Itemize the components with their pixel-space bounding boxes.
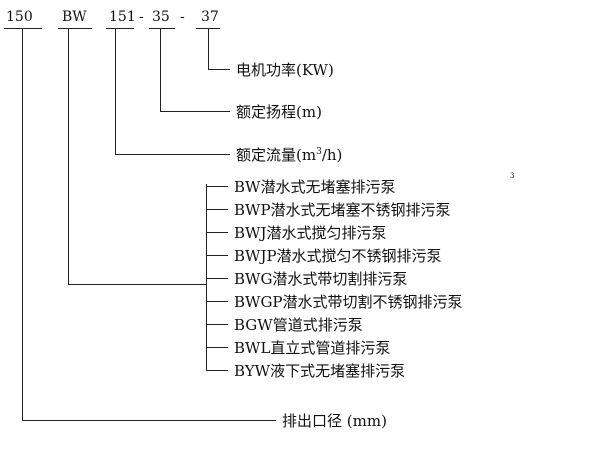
leader-outlet-horizontal [22,420,276,421]
label-rated-flow: 额定流量(m3/h) [236,146,343,164]
type-tick [206,370,228,371]
stray-mark: 3 [510,172,515,180]
pump-type-item: BWJP潜水式搅匀不锈钢排污泵 [234,247,442,265]
type-tick [206,232,228,233]
code-segment-head: 35 [152,9,170,25]
label-rated-head: 额定扬程(m) [236,103,322,121]
type-tick [206,324,228,325]
label-outlet-diameter: 排出口径 (mm) [282,412,387,430]
code-separator: - [139,9,144,25]
leader-head-vertical [160,28,161,112]
code-segment-flow: 151 [109,9,136,25]
leader-power-horizontal [208,69,230,70]
leader-type-horizontal [68,284,206,285]
type-tick [206,186,228,187]
code-segment-diameter: 150 [6,9,33,25]
type-tick [206,347,228,348]
type-tick [206,255,228,256]
pump-type-item: BWP潜水式无堵塞不锈钢排污泵 [234,201,451,219]
code-segment-power: 37 [201,9,219,25]
leader-flow-horizontal [115,154,230,155]
underline-type [58,28,92,29]
leader-type-vertical [68,28,69,285]
pump-type-item: BGW管道式排污泵 [234,316,363,334]
type-bracket-vertical [206,184,207,371]
type-tick [206,301,228,302]
underline-diameter [4,28,42,29]
underline-head [149,28,175,29]
label-motor-power: 电机功率(KW) [236,61,334,79]
leader-flow-vertical [115,28,116,155]
code-separator: - [180,9,185,25]
code-segment-type: BW [62,9,87,25]
leader-power-vertical [208,28,209,70]
leader-head-horizontal [160,111,230,112]
pump-type-item: BWJ潜水式搅匀排污泵 [234,224,387,242]
type-tick [206,209,228,210]
pump-type-item: BW潜水式无堵塞排污泵 [234,178,396,196]
underline-flow [106,28,134,29]
type-tick [206,278,228,279]
pump-type-item: BYW液下式无堵塞排污泵 [234,362,406,380]
pump-type-item: BWGP潜水式带切割不锈钢排污泵 [234,293,463,311]
leader-outlet-vertical [22,28,23,421]
pump-type-item: BWG潜水式带切割排污泵 [234,270,408,288]
pump-type-item: BWL直立式管道排污泵 [234,339,391,357]
